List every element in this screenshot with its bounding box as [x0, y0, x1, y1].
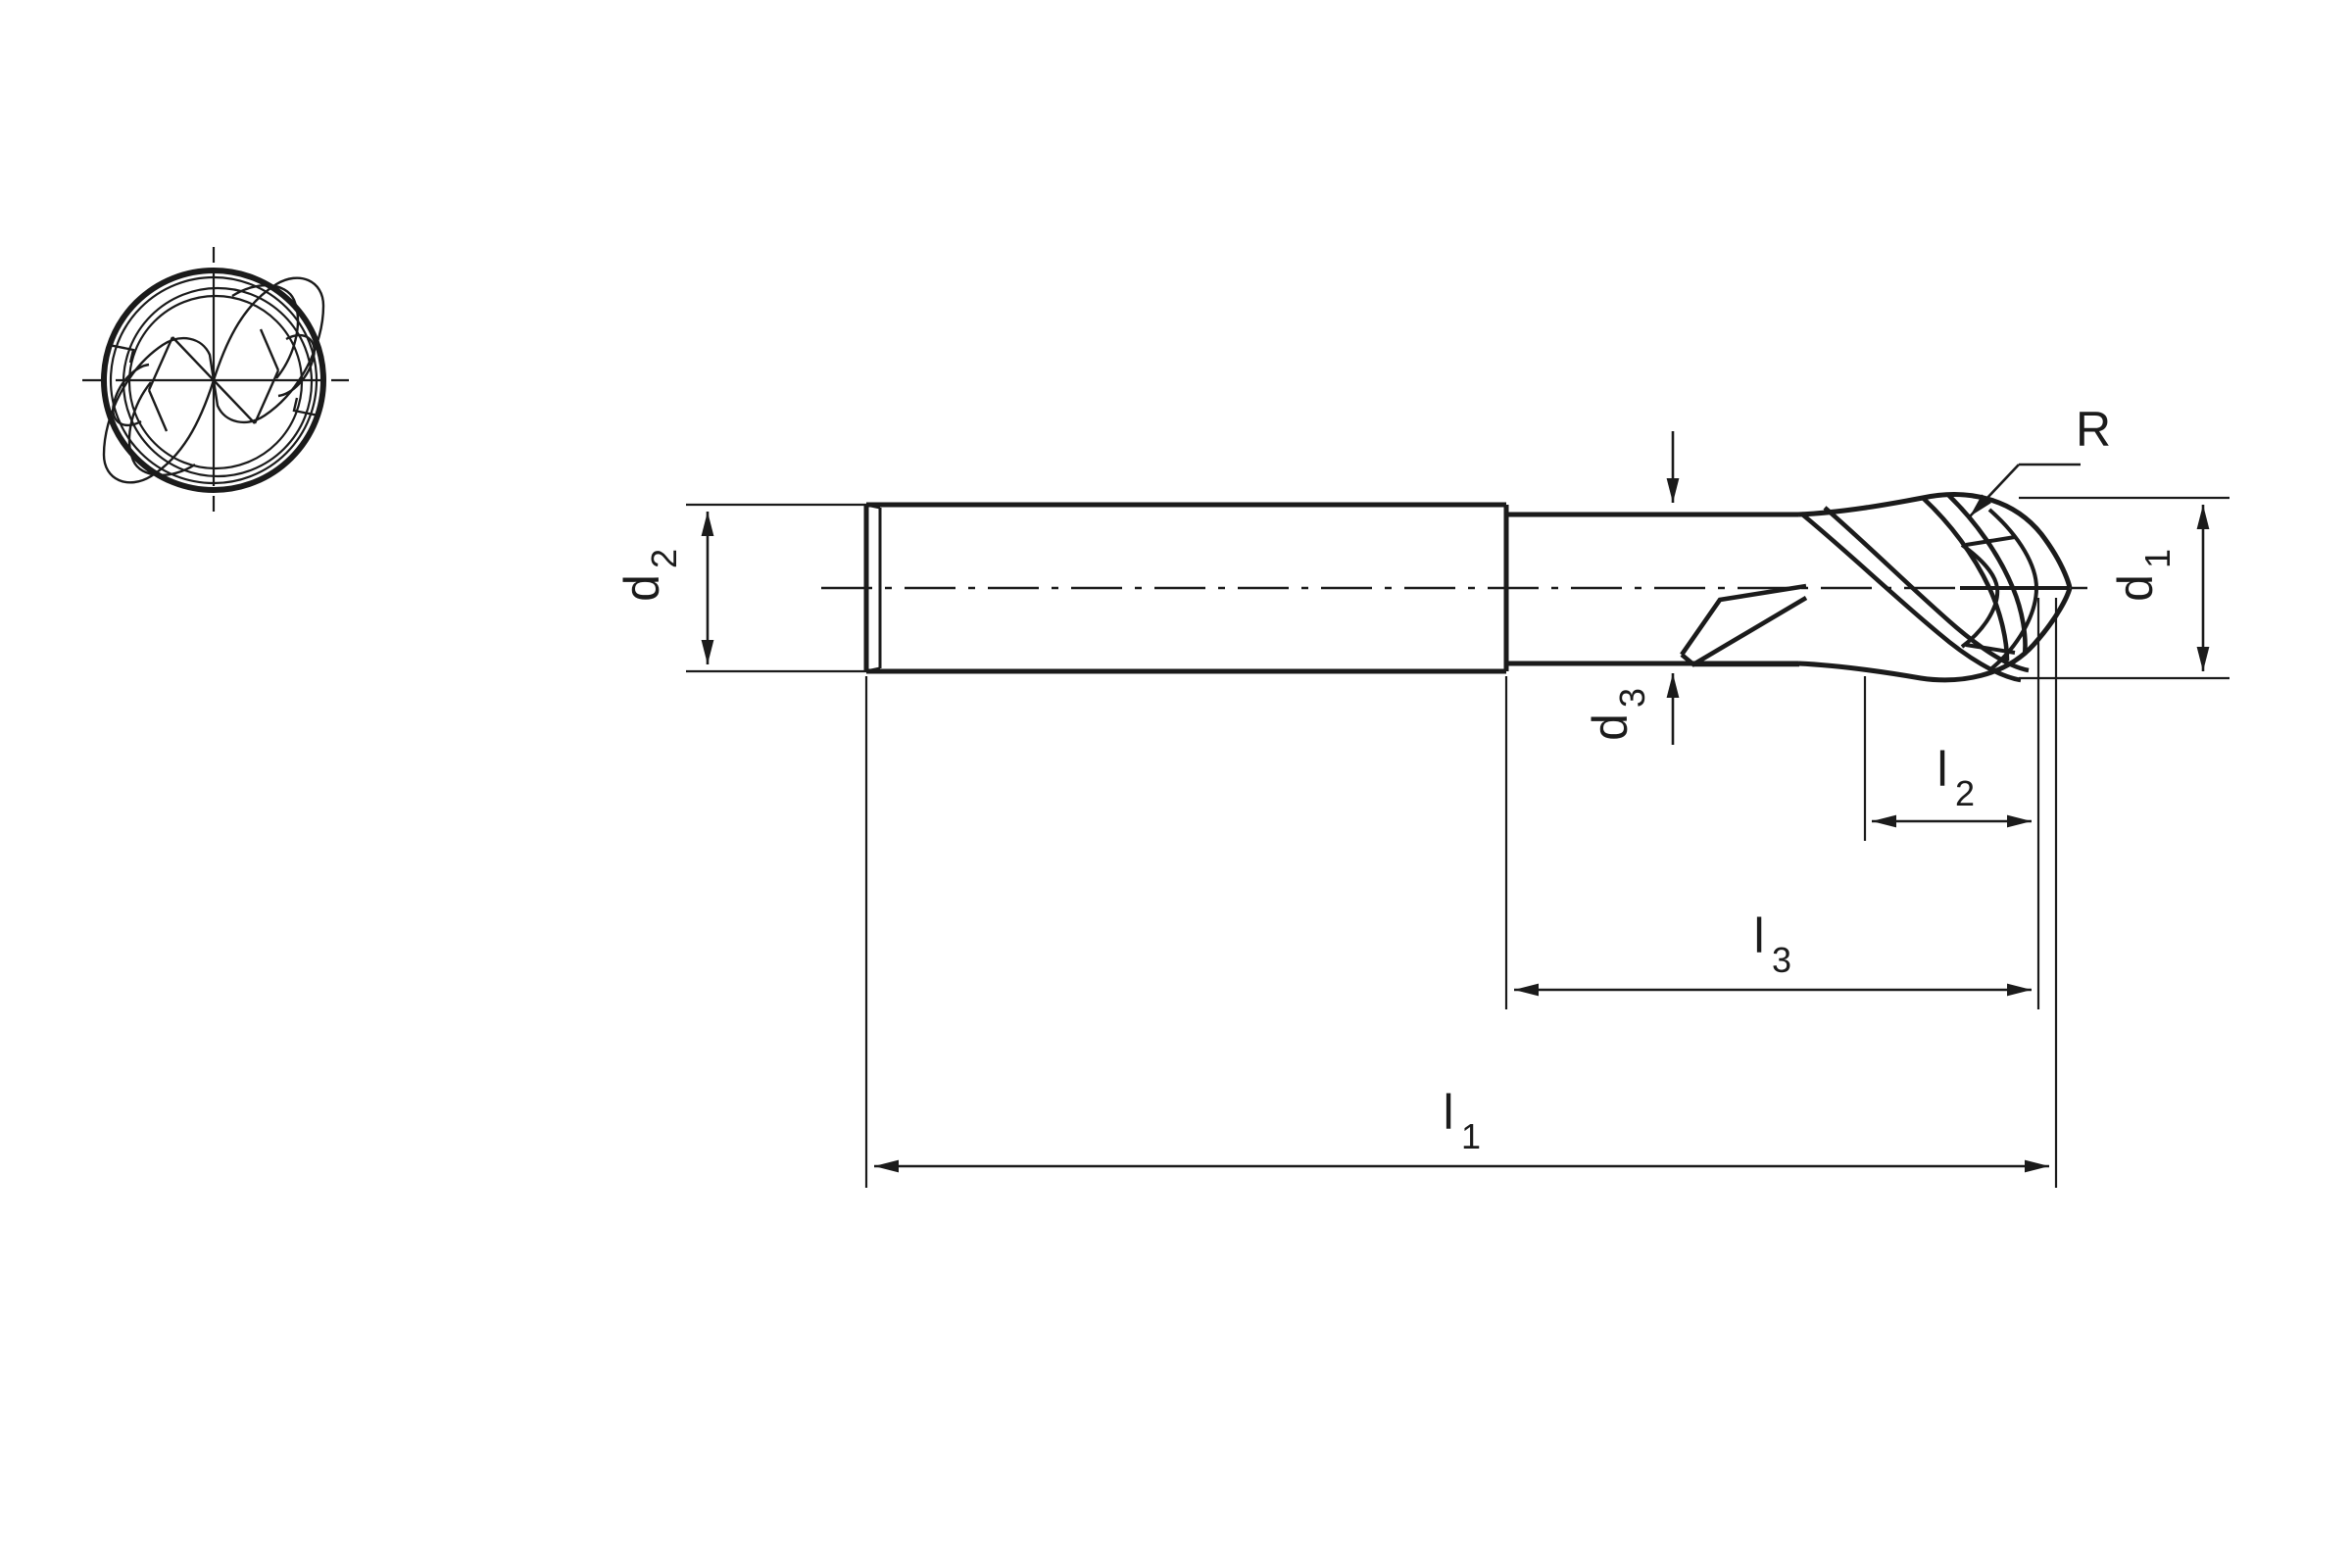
- dimension-subscript-d2: 2: [644, 549, 684, 568]
- end-view-rim-lands: [108, 343, 319, 417]
- dimension-label-d1: d: [2108, 574, 2163, 602]
- dimension-subscript-d1: 1: [2137, 549, 2178, 568]
- dimension-label-R: R: [2076, 402, 2111, 457]
- dimension-label-l3: l: [1753, 908, 1764, 963]
- ball-end-arcs: [1960, 508, 2070, 672]
- gash-relief-flat: [1680, 583, 1808, 667]
- end-view-circle-2: [109, 275, 318, 485]
- dimension-l1: l 1: [864, 598, 2058, 1188]
- end-view-web-edges: [147, 328, 280, 432]
- dimension-subscript-l3: 3: [1772, 940, 1791, 980]
- callout-radius-R: R: [1969, 402, 2111, 517]
- side-view: [821, 492, 2087, 683]
- dimension-label-l2: l: [1936, 742, 1947, 797]
- dimension-subscript-l1: 1: [1461, 1116, 1481, 1156]
- dimension-l3: l 3: [1504, 676, 2040, 1009]
- dimension-d3: d 3: [1583, 431, 1680, 745]
- end-view-outer-circle: [101, 268, 326, 493]
- dimension-l2: l 2: [1863, 598, 2040, 894]
- dimension-subscript-l2: 2: [1955, 773, 1975, 813]
- dimension-d2: d 2: [614, 503, 882, 673]
- dimension-subscript-d3: 3: [1612, 688, 1652, 708]
- shank-body: [863, 502, 1506, 674]
- end-view: [82, 247, 349, 512]
- dimension-label-l1: l: [1443, 1085, 1453, 1140]
- dimension-label-d3: d: [1583, 713, 1638, 741]
- R-leader-arrow: [1969, 464, 2020, 517]
- end-view-centerlines: [82, 247, 349, 512]
- dimension-label-d2: d: [614, 574, 669, 602]
- dimension-d1: d 1: [2019, 496, 2230, 680]
